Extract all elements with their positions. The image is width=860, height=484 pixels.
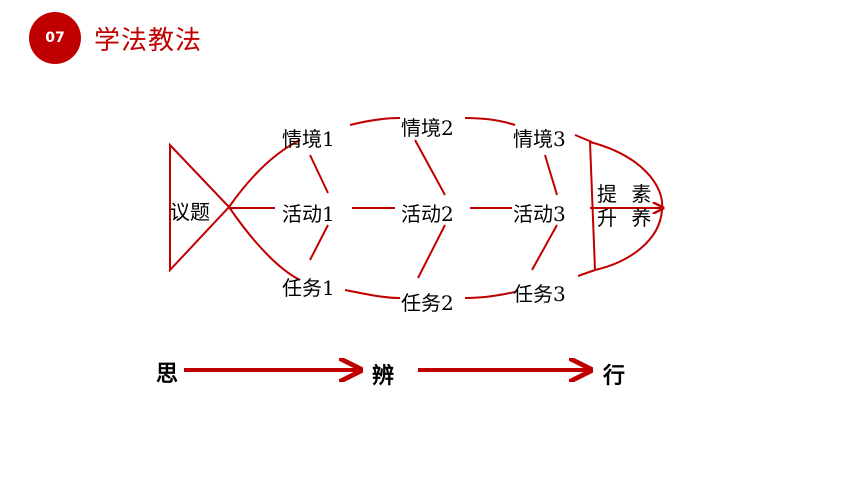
bottom-label-2: 任务2	[401, 291, 454, 315]
middle-label-3: 活动3	[513, 202, 566, 226]
flow-step-2: 辨	[372, 364, 395, 389]
bone-top-2	[414, 139, 446, 196]
tail-vertical	[589, 141, 596, 271]
tail-curve	[589, 141, 664, 271]
page-title: 学法教法	[94, 26, 203, 56]
tail-top-link	[574, 134, 593, 143]
middle-label-1: 活动1	[282, 202, 335, 226]
bone-top-1	[309, 154, 329, 194]
top-label-2: 情境2	[401, 116, 454, 140]
bone-bottom-2	[417, 224, 446, 279]
bottom-label-3: 任务3	[513, 282, 566, 306]
top-label-1: 情境1	[282, 127, 335, 151]
bone-top-3	[544, 154, 558, 196]
section-number-badge: 07	[29, 12, 81, 64]
bottom-label-1: 任务1	[282, 276, 335, 300]
bone-bottom-3	[531, 224, 558, 271]
fish-top-curve	[228, 139, 301, 208]
fish-bottom-curve	[228, 206, 301, 281]
tail-text-line-2: 升 养	[597, 206, 656, 230]
bottom-arc-1	[344, 289, 401, 299]
fish-head-triangle	[169, 142, 231, 273]
tail-bottom-link	[577, 269, 596, 277]
top-arc-1	[349, 117, 401, 126]
middle-label-2: 活动2	[401, 202, 454, 226]
tail-text: 提 素 升 养	[597, 182, 655, 230]
top-arc-2	[464, 117, 516, 126]
tail-text-line-1: 提 素	[597, 182, 656, 206]
bone-bottom-1	[309, 224, 329, 261]
fish-head-label: 议题	[170, 200, 210, 224]
top-label-3: 情境3	[513, 127, 566, 151]
flow-step-3: 行	[603, 364, 626, 389]
flow-step-1: 思	[156, 362, 179, 387]
bottom-arc-2	[464, 291, 516, 299]
